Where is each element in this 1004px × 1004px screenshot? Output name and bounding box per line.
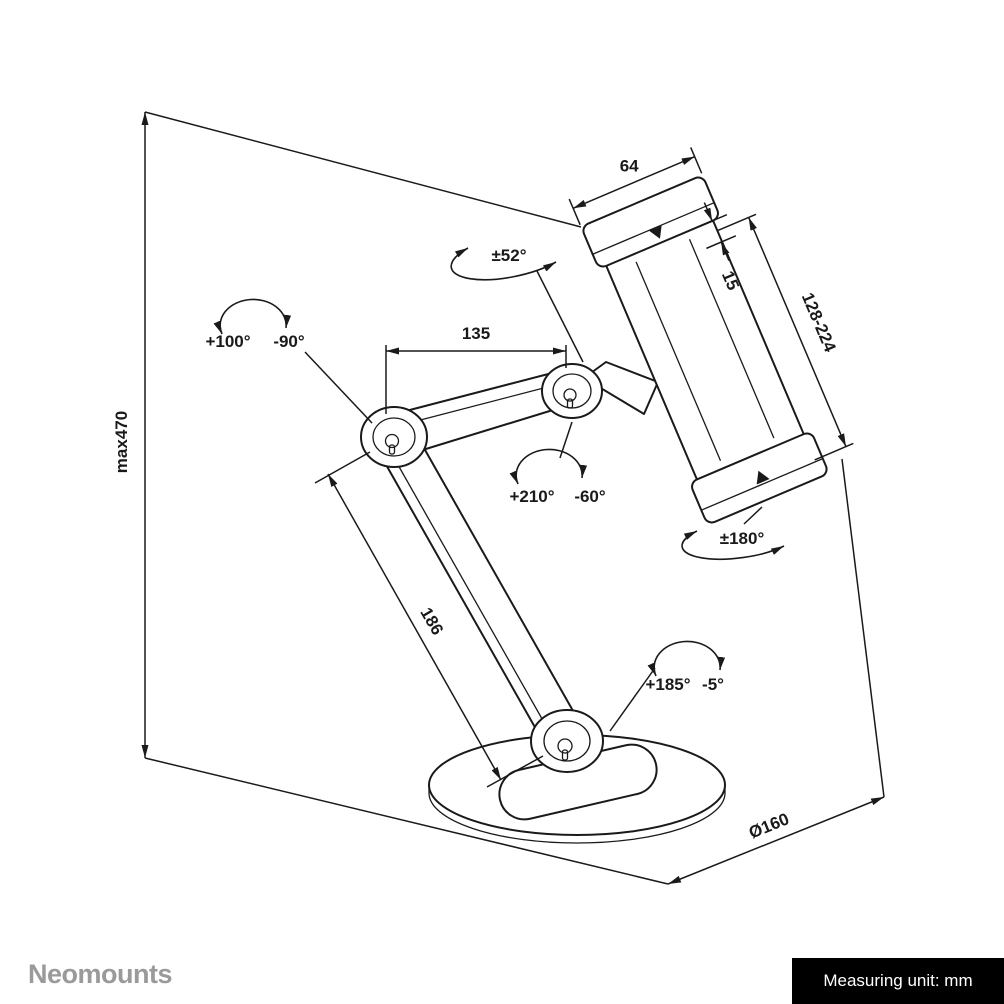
dim-line-base-diameter — [667, 796, 885, 885]
leader-tilt-angle — [536, 270, 584, 363]
rotation-arc-holder — [681, 530, 785, 561]
stand-assembly: 64 15 128-224 — [360, 147, 854, 844]
top-perspective-line — [144, 111, 582, 228]
dim-line-holder-width — [572, 155, 695, 209]
top-clamp-lip — [592, 202, 715, 255]
upper-arm-edge — [404, 383, 560, 425]
measuring-unit-text: Measuring unit: mm — [823, 971, 973, 990]
angle-label-base-plus: +185° — [645, 675, 690, 694]
rotation-arc-elbow — [213, 298, 292, 335]
bottom-perspective-line — [144, 757, 669, 885]
ext-line-range-top — [717, 213, 757, 232]
elbow-joint — [360, 406, 428, 468]
leader-base-angle — [609, 667, 656, 732]
wrist-joint-slot-icon — [566, 398, 574, 409]
bottom-clamp-lip — [701, 458, 824, 511]
leader-elbow-angle — [304, 351, 373, 424]
wrist-joint — [541, 363, 603, 419]
dim-label-upper-arm: 135 — [462, 324, 490, 343]
dim-arrow-depth-top — [703, 202, 713, 222]
leader-holder-rotation — [743, 506, 763, 525]
right-perspective-line — [841, 458, 885, 798]
dim-arrow-depth-bottom — [720, 241, 730, 261]
elbow-joint-slot-icon — [388, 444, 396, 455]
angle-annotations: +100° -90° ±52° +210° -60° ±180° +185° -… — [205, 246, 785, 732]
base-joint — [530, 709, 604, 773]
ext-line-width-right — [690, 147, 703, 174]
arm-dimensions: 135 186 — [314, 324, 567, 788]
neomounts-logo: Neomounts — [28, 959, 173, 989]
base-joint-screw-icon — [557, 738, 573, 754]
ext-line-range-bottom — [814, 442, 854, 461]
holder-rail-left — [635, 261, 722, 461]
tablet-holder: 64 15 128-224 — [568, 147, 854, 524]
angle-label-elbow-minus: -90° — [273, 332, 305, 351]
rotation-arc-base — [647, 640, 726, 677]
elbow-joint-ring — [372, 417, 416, 457]
dim-label-max-height: max470 — [112, 411, 131, 473]
wrist-joint-screw-icon — [563, 388, 577, 402]
rotation-arc-wrist — [509, 448, 588, 485]
ext-line-186-bottom — [486, 755, 544, 788]
ext-line-width-left — [568, 198, 581, 226]
measuring-unit-note: Measuring unit: mm — [792, 958, 1004, 1004]
angle-label-tilt: ±52° — [491, 246, 526, 265]
dim-label-lower-arm: 186 — [416, 604, 447, 638]
ext-line-186-top — [314, 451, 371, 484]
dim-line-height-range — [747, 217, 847, 447]
dim-label-holder-width: 64 — [620, 156, 639, 175]
dim-line-lower-arm — [327, 473, 502, 781]
dim-label-height-range: 128-224 — [798, 290, 840, 355]
elbow-joint-screw-icon — [384, 433, 400, 449]
angle-label-wrist-minus: -60° — [574, 487, 606, 506]
base-joint-slot-icon — [561, 749, 569, 761]
lower-arm — [375, 426, 586, 753]
alignment-mark-bottom — [756, 470, 770, 485]
alignment-mark-top — [648, 224, 662, 239]
base-joint-ring — [543, 720, 591, 762]
angle-label-base-minus: -5° — [702, 675, 724, 694]
angle-label-wrist-plus: +210° — [509, 487, 554, 506]
angle-label-elbow-plus: +100° — [205, 332, 250, 351]
holder-plate — [605, 217, 805, 483]
rotation-arc-tilt — [450, 247, 557, 281]
angle-label-holder-rotation: ±180° — [720, 529, 765, 548]
ext-line-depth-top — [697, 214, 728, 228]
base-plate-thickness — [428, 785, 726, 844]
